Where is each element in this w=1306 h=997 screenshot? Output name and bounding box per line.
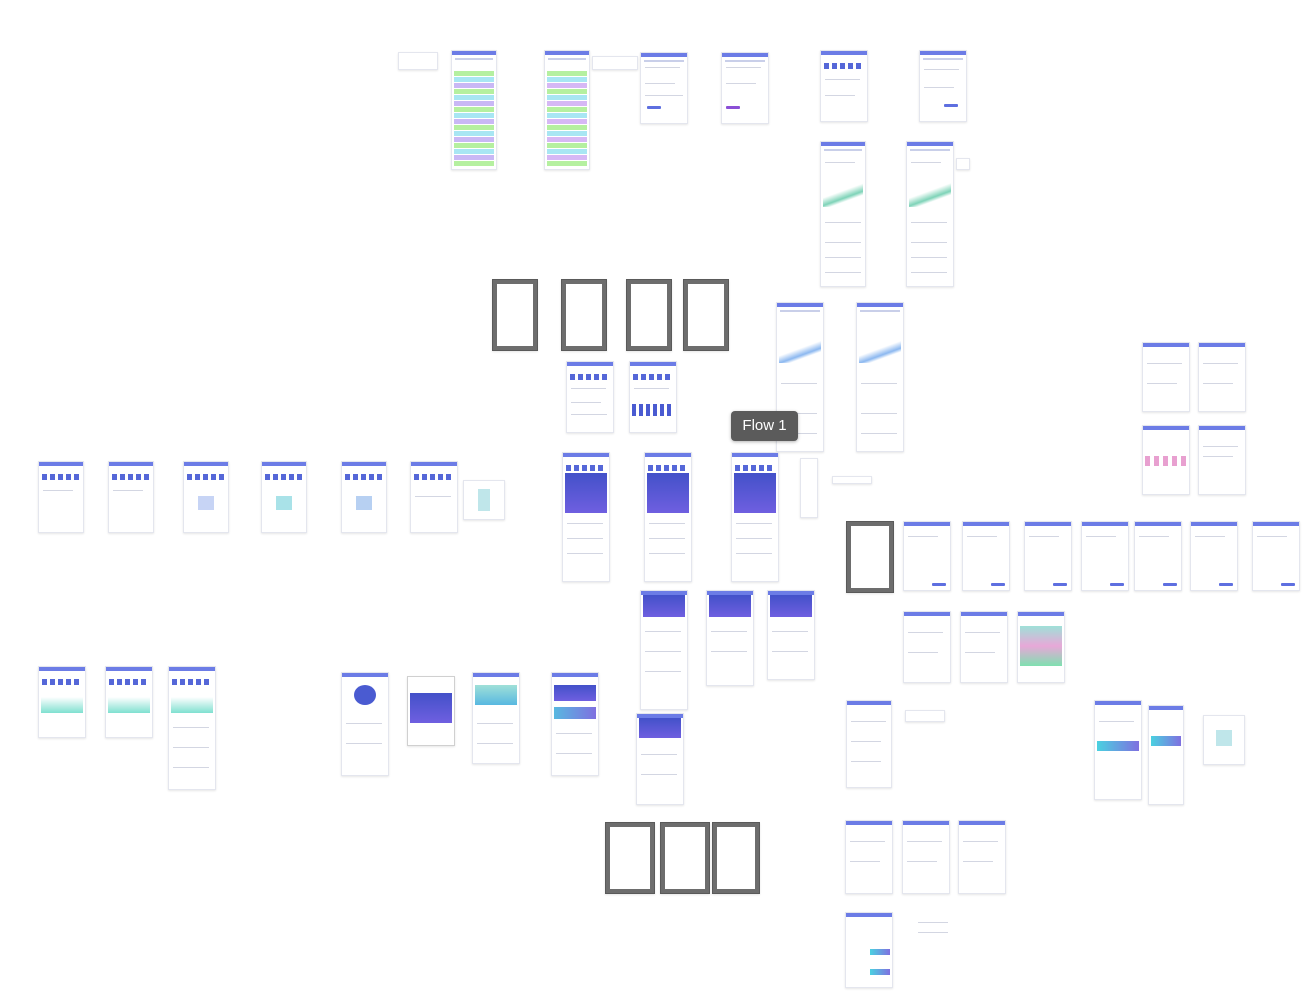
screen-frame[interactable] bbox=[38, 666, 86, 738]
screen-frame[interactable] bbox=[261, 461, 307, 533]
screen-frame[interactable] bbox=[626, 279, 672, 351]
screen-frame[interactable] bbox=[1148, 705, 1184, 805]
screen-frame[interactable] bbox=[1094, 700, 1142, 800]
screen-frame[interactable] bbox=[1142, 342, 1190, 412]
screen-frame[interactable] bbox=[914, 912, 954, 952]
screen-frame[interactable] bbox=[168, 666, 216, 790]
screen-frame[interactable] bbox=[767, 590, 815, 680]
screen-frame[interactable] bbox=[183, 461, 229, 533]
screen-frame[interactable] bbox=[451, 50, 497, 170]
screen-frame[interactable] bbox=[492, 279, 538, 351]
screen-frame[interactable] bbox=[903, 521, 951, 591]
screen-frame[interactable] bbox=[1198, 342, 1246, 412]
screen-frame[interactable] bbox=[341, 461, 387, 533]
flow-badge[interactable]: Flow 1 bbox=[731, 411, 798, 441]
screen-frame[interactable] bbox=[712, 822, 760, 894]
screen-frame[interactable] bbox=[962, 521, 1010, 591]
screen-frame[interactable] bbox=[820, 50, 868, 122]
screen-frame[interactable] bbox=[410, 461, 458, 533]
screen-frame[interactable] bbox=[398, 52, 438, 70]
screen-frame[interactable] bbox=[856, 302, 904, 452]
screen-frame[interactable] bbox=[105, 666, 153, 738]
screen-frame[interactable] bbox=[640, 590, 688, 710]
screen-frame[interactable] bbox=[1081, 521, 1129, 591]
screen-frame[interactable] bbox=[902, 820, 950, 894]
screen-frame[interactable] bbox=[845, 820, 893, 894]
screen-frame[interactable] bbox=[1017, 611, 1065, 683]
screen-frame[interactable] bbox=[905, 710, 945, 722]
screen-frame[interactable] bbox=[919, 50, 967, 122]
screen-frame[interactable] bbox=[731, 452, 779, 582]
screen-frame[interactable] bbox=[1203, 715, 1245, 765]
screen-frame[interactable] bbox=[592, 56, 638, 70]
screen-frame[interactable] bbox=[846, 521, 894, 593]
screen-frame[interactable] bbox=[956, 158, 970, 170]
screen-frame[interactable] bbox=[640, 52, 688, 124]
screen-frame[interactable] bbox=[820, 141, 866, 287]
screen-frame[interactable] bbox=[660, 822, 710, 894]
screen-frame[interactable] bbox=[561, 279, 607, 351]
screen-frame[interactable] bbox=[706, 590, 754, 686]
screen-frame[interactable] bbox=[629, 361, 677, 433]
screen-frame[interactable] bbox=[683, 279, 729, 351]
screen-frame[interactable] bbox=[1024, 521, 1072, 591]
screen-frame[interactable] bbox=[903, 611, 951, 683]
screen-frame[interactable] bbox=[832, 476, 872, 484]
screen-frame[interactable] bbox=[845, 912, 893, 988]
screen-frame[interactable] bbox=[38, 461, 84, 533]
screen-frame[interactable] bbox=[1190, 521, 1238, 591]
screen-frame[interactable] bbox=[644, 452, 692, 582]
screen-frame[interactable] bbox=[1134, 521, 1182, 591]
screen-frame[interactable] bbox=[1142, 425, 1190, 495]
screen-frame[interactable] bbox=[562, 452, 610, 582]
screen-frame[interactable] bbox=[605, 822, 655, 894]
screen-frame[interactable] bbox=[846, 700, 892, 788]
screen-frame[interactable] bbox=[463, 480, 505, 520]
screen-frame[interactable] bbox=[960, 611, 1008, 683]
screen-frame[interactable] bbox=[407, 676, 455, 746]
screen-frame[interactable] bbox=[1252, 521, 1300, 591]
screen-frame[interactable] bbox=[636, 713, 684, 805]
screen-frame[interactable] bbox=[472, 672, 520, 764]
screen-frame[interactable] bbox=[341, 672, 389, 776]
screen-frame[interactable] bbox=[551, 672, 599, 776]
screen-frame[interactable] bbox=[958, 820, 1006, 894]
screen-frame[interactable] bbox=[566, 361, 614, 433]
screen-frame[interactable] bbox=[906, 141, 954, 287]
screen-frame[interactable] bbox=[544, 50, 590, 170]
screen-frame[interactable] bbox=[800, 458, 818, 518]
screen-frame[interactable] bbox=[721, 52, 769, 124]
screen-frame[interactable] bbox=[108, 461, 154, 533]
screen-frame[interactable] bbox=[1198, 425, 1246, 495]
